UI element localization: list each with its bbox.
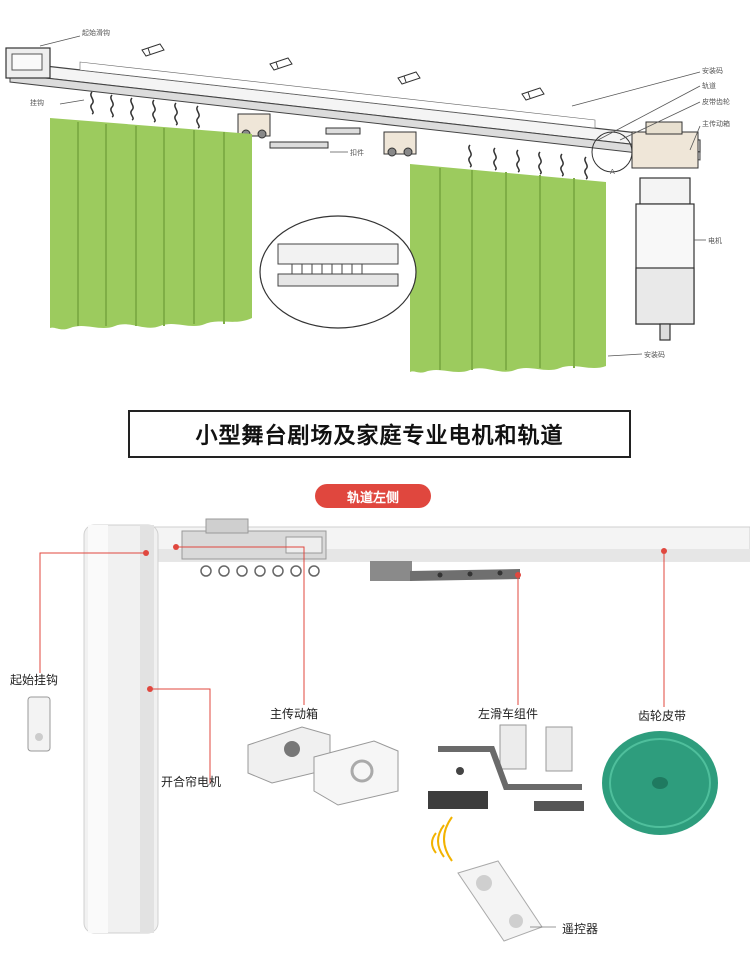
label-remote: 遥控器 bbox=[562, 922, 599, 936]
label-belt: 齿轮皮带 bbox=[638, 709, 687, 723]
label-start-hook: 起始挂钩 bbox=[10, 673, 59, 687]
label-main-drive: 主传动箱 bbox=[270, 707, 319, 721]
mount-brackets bbox=[141, 43, 545, 101]
runner-hooks bbox=[200, 565, 320, 577]
label-track: 轨道 bbox=[702, 82, 716, 90]
label-slider-kit: 左滑车组件 bbox=[478, 707, 539, 721]
track-side-badge: 轨道左侧 bbox=[315, 484, 431, 508]
red-dots bbox=[143, 544, 667, 692]
label-drive-box-top: 主传动箱 bbox=[702, 120, 730, 128]
rail-track bbox=[9, 61, 701, 161]
motor-unit bbox=[635, 177, 695, 341]
top-track-diagram bbox=[5, 35, 706, 373]
slider-kit-parts bbox=[428, 724, 584, 811]
hooks-left bbox=[90, 91, 200, 129]
label-clamp: 挂钩 bbox=[30, 99, 44, 107]
label-mount-bracket-bottom: 安装码 bbox=[644, 351, 665, 359]
left-end-cap bbox=[5, 47, 51, 79]
main-drive-parts bbox=[247, 726, 399, 806]
leader-lines bbox=[39, 35, 706, 357]
red-leaders bbox=[39, 546, 665, 783]
belt-reel bbox=[602, 731, 718, 835]
slider-bracket bbox=[370, 561, 520, 581]
zoom-detail bbox=[259, 215, 417, 329]
drive-box bbox=[591, 121, 699, 173]
curtain-left bbox=[50, 118, 252, 330]
label-motor-top: 电机 bbox=[708, 237, 722, 245]
motor-cylinder bbox=[83, 524, 159, 934]
curtain-right bbox=[410, 164, 606, 373]
label-motor: 开合帘电机 bbox=[161, 775, 222, 789]
hooks-right bbox=[468, 144, 588, 180]
page-title: 小型舞台剧场及家庭专业电机和轨道 bbox=[128, 410, 631, 458]
label-start-hook-top: 起始滑钩 bbox=[82, 29, 110, 37]
label-mount-bracket: 安装码 bbox=[702, 67, 723, 75]
bottom-parts-diagram bbox=[27, 518, 750, 942]
remote-control bbox=[431, 816, 543, 942]
start-hook-part bbox=[27, 696, 51, 752]
label-belt-gear: 皮带齿轮 bbox=[702, 98, 730, 106]
label-buckle: 扣件 bbox=[350, 149, 364, 157]
label-marker-a: A bbox=[610, 168, 615, 176]
drive-box-on-track bbox=[181, 518, 327, 560]
